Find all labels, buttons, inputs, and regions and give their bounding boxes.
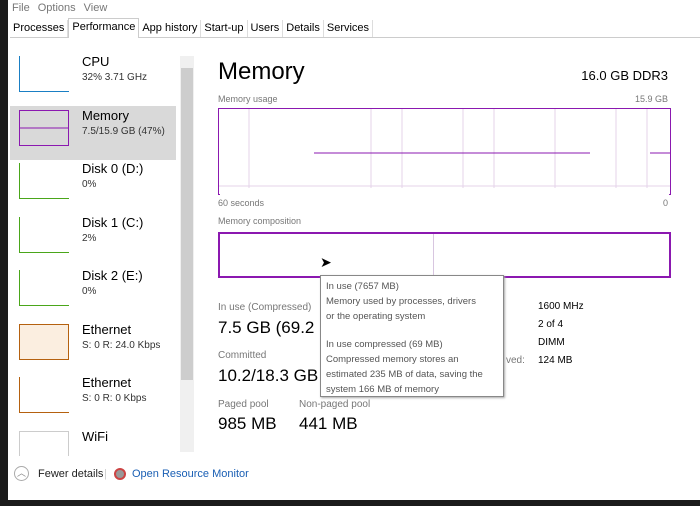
sidebar-graph-thumbnail	[19, 323, 69, 360]
sidebar-item-disk-2-e-[interactable]: Disk 2 (E:) 0%	[10, 266, 176, 320]
sidebar-item-value: S: 0 R: 24.0 Kbps	[82, 339, 161, 351]
sidebar-graph-thumbnail	[19, 377, 69, 413]
sidebar-item-wifi[interactable]: WiFi	[10, 427, 176, 456]
sidebar-item-ethernet[interactable]: Ethernet S: 0 R: 0 Kbps	[10, 373, 176, 427]
sidebar-item-value: 2%	[82, 232, 97, 244]
sidebar-item-label: WiFi	[82, 428, 108, 444]
paged-pool-label: Paged pool	[218, 399, 269, 410]
sidebar-graph-thumbnail	[19, 109, 69, 146]
sidebar-item-disk-0-d-[interactable]: Disk 0 (D:) 0%	[10, 159, 176, 213]
fewer-details-button[interactable]: Fewer details	[38, 468, 104, 480]
scrollbar-thumb[interactable]	[181, 68, 193, 380]
slots-value: 2 of 4	[538, 319, 564, 330]
tooltip-line: Memory used by processes, drivers	[326, 296, 476, 307]
time-axis-left: 60 seconds	[218, 198, 265, 208]
tab-app-history[interactable]: App history	[139, 20, 202, 37]
chevron-up-icon[interactable]: ︿	[14, 466, 29, 481]
composition-tooltip: In use (7657 MB) Memory used by processe…	[320, 275, 504, 397]
sidebar-item-cpu[interactable]: CPU 32% 3.71 GHz	[10, 56, 176, 106]
sidebar-graph-thumbnail	[19, 216, 69, 253]
memory-spec: 16.0 GB DDR3	[581, 68, 668, 83]
sidebar-graph-thumbnail	[19, 56, 69, 92]
memory-panel: Memory 16.0 GB DDR3 Memory usage 15.9 GB…	[218, 56, 688, 456]
tab-processes[interactable]: Processes	[10, 20, 69, 37]
sidebar-item-label: Disk 2 (E:)	[82, 268, 143, 283]
resource-monitor-icon	[114, 468, 126, 480]
open-resource-monitor-link[interactable]: Open Resource Monitor	[132, 468, 249, 480]
sidebar-item-label: CPU	[82, 56, 110, 69]
in-use-label: In use (Compressed)	[218, 302, 312, 313]
sidebar-item-value: 7.5/15.9 GB (47%)	[82, 125, 165, 137]
sidebar-item-value: 0%	[82, 179, 97, 190]
tooltip-line: system 166 MB of memory	[326, 384, 439, 395]
form-factor-value: DIMM	[538, 337, 565, 348]
memory-composition-bar[interactable]	[218, 232, 671, 278]
tab-services[interactable]: Services	[324, 20, 374, 37]
tooltip-line: In use (7657 MB)	[326, 281, 399, 292]
nonpaged-pool-label: Non-paged pool	[299, 399, 371, 410]
menu-file[interactable]: File	[12, 2, 30, 14]
usage-max: 15.9 GB	[634, 94, 668, 104]
speed-value: 1600 MHz	[538, 301, 584, 312]
task-manager-window: File Options View Processes Performance …	[8, 0, 700, 500]
sidebar-item-label: Ethernet	[82, 321, 132, 337]
menu-options[interactable]: Options	[37, 2, 76, 14]
sidebar-item-label: Disk 1 (C:)	[82, 214, 144, 230]
time-axis-right: 0	[662, 198, 668, 208]
paged-pool-value: 985 MB	[218, 414, 277, 433]
mouse-cursor-icon: ➤	[320, 254, 332, 270]
reserved-label: ved:	[506, 355, 525, 366]
in-use-segment-divider	[433, 234, 434, 276]
tab-users[interactable]: Users	[248, 20, 284, 37]
tab-performance[interactable]: Performance	[68, 18, 140, 38]
sidebar-item-ethernet[interactable]: Ethernet S: 0 R: 24.0 Kbps	[10, 320, 176, 374]
tooltip-line: In use compressed (69 MB)	[326, 339, 443, 350]
sidebar-graph-thumbnail	[19, 430, 69, 456]
tooltip-line: estimated 235 MB of data, saving the	[326, 369, 483, 380]
separator: |	[104, 468, 107, 480]
tooltip-line: or the operating system	[326, 311, 426, 322]
sidebar-item-value: 0%	[82, 286, 97, 297]
sidebar-item-memory[interactable]: Memory 7.5/15.9 GB (47%)	[10, 105, 176, 160]
committed-value: 10.2/18.3 GB	[218, 366, 319, 385]
tab-details[interactable]: Details	[283, 20, 324, 37]
sidebar-graph-thumbnail	[19, 270, 69, 306]
tab-startup[interactable]: Start-up	[201, 20, 248, 37]
sidebar-item-label: Memory	[82, 107, 129, 123]
menu-view[interactable]: View	[83, 2, 108, 14]
nonpaged-pool-value: 441 MB	[299, 414, 358, 433]
sidebar-item-label: Ethernet	[82, 375, 132, 390]
in-use-value: 7.5 GB (69.2	[218, 318, 315, 337]
composition-label: Memory composition	[218, 216, 302, 226]
tooltip-line: Compressed memory stores an	[326, 354, 459, 365]
sidebar-item-disk-1-c-[interactable]: Disk 1 (C:) 2%	[10, 213, 176, 267]
menu-bar: File Options View	[12, 2, 107, 14]
sidebar-scrollbar[interactable]	[180, 56, 194, 452]
committed-label: Committed	[218, 350, 267, 361]
reserved-value: 124 MB	[538, 355, 573, 366]
usage-label: Memory usage	[218, 94, 278, 104]
sidebar-item-value: S: 0 R: 0 Kbps	[82, 393, 147, 404]
sidebar-graph-thumbnail	[19, 163, 69, 199]
page-title: Memory	[218, 58, 305, 85]
memory-usage-graph	[218, 108, 671, 196]
tab-bar: Processes Performance App history Start-…	[10, 18, 700, 38]
sidebar-item-value: 32% 3.71 GHz	[82, 72, 148, 83]
sidebar-item-label: Disk 0 (D:)	[82, 161, 144, 176]
